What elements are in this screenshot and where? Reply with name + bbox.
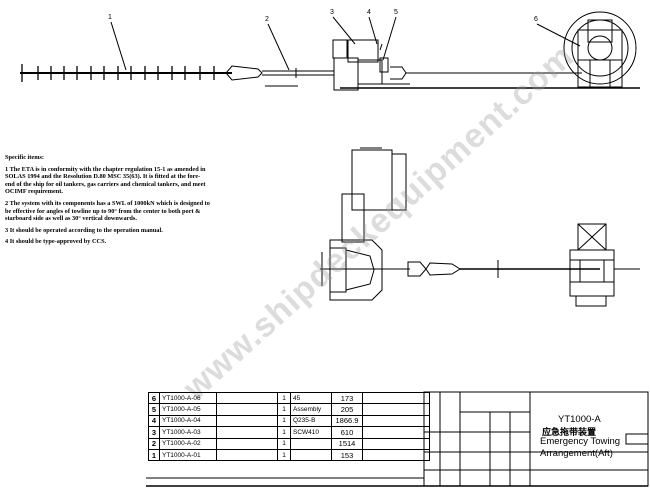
pickup-rope-floats bbox=[21, 64, 215, 82]
part-weight: 610 bbox=[331, 426, 363, 439]
part-name bbox=[216, 426, 278, 439]
callout-5: 5 bbox=[394, 9, 398, 16]
table-row: 5 YT1000-A-05 1 Assembly 205 bbox=[148, 403, 430, 416]
part-code: YT1000-A-04 bbox=[159, 414, 217, 428]
part-qty: 1 bbox=[277, 437, 291, 450]
part-name bbox=[216, 403, 278, 416]
title-block-frame bbox=[146, 391, 649, 487]
part-qty: 1 bbox=[277, 414, 291, 428]
leader-6 bbox=[536, 23, 581, 47]
plan-view bbox=[320, 147, 640, 307]
part-name bbox=[216, 391, 278, 405]
top-elevation-view bbox=[20, 11, 640, 91]
note-3: 3 It should be operated according to the… bbox=[5, 226, 163, 234]
table-row: 6 YT1000-A-06 1 45 173 bbox=[148, 391, 430, 405]
callout-2: 2 bbox=[265, 16, 269, 23]
part-name bbox=[216, 448, 278, 462]
part-qty: 1 bbox=[277, 448, 291, 462]
part-code: YT1000-A-05 bbox=[159, 403, 217, 416]
note-1: 1 The ETA is in conformity with the chap… bbox=[5, 165, 206, 196]
part-no: 5 bbox=[148, 403, 160, 416]
part-weight: 1866.9 bbox=[331, 414, 363, 428]
part-remark bbox=[362, 426, 430, 439]
callout-3: 3 bbox=[330, 9, 334, 16]
callout-6: 6 bbox=[534, 16, 538, 23]
leader-1 bbox=[110, 21, 127, 71]
specific-items-notes: Specific items: 1 The ETA is in conformi… bbox=[5, 154, 210, 250]
leader-2 bbox=[267, 23, 290, 71]
note-2: 2 The system with its components has a S… bbox=[5, 199, 210, 223]
part-weight: 173 bbox=[331, 391, 363, 405]
part-material: Assembly bbox=[290, 403, 332, 416]
part-no: 6 bbox=[148, 391, 160, 405]
callout-4: 4 bbox=[367, 9, 371, 16]
part-code: YT1000-A-01 bbox=[159, 448, 217, 462]
part-material bbox=[290, 437, 332, 450]
part-no: 2 bbox=[148, 437, 160, 450]
part-code: YT1000-A-03 bbox=[159, 426, 217, 439]
part-qty: 1 bbox=[277, 391, 291, 405]
part-name bbox=[216, 414, 278, 428]
part-remark bbox=[362, 448, 430, 462]
notes-heading: Specific items: bbox=[5, 154, 44, 161]
drawing-title-en-line2: Arrangement(Aft) bbox=[540, 448, 613, 459]
part-weight: 1514 bbox=[331, 437, 363, 450]
part-material: SCW410 bbox=[290, 426, 332, 439]
note-4: 4 It should be type-approved by CCS. bbox=[5, 238, 107, 246]
part-remark bbox=[362, 414, 430, 428]
part-remark bbox=[362, 403, 430, 416]
part-weight: 205 bbox=[331, 403, 363, 416]
table-row: 1 YT1000-A-01 1 153 bbox=[148, 448, 430, 462]
part-no: 4 bbox=[148, 414, 160, 428]
part-qty: 1 bbox=[277, 426, 291, 439]
part-no: 1 bbox=[148, 448, 160, 462]
callout-1: 1 bbox=[108, 14, 112, 21]
title-block: YT1000-A 应急拖带装置 Emergency Towing Arrange… bbox=[530, 404, 648, 462]
part-code: YT1000-A-02 bbox=[159, 437, 217, 450]
part-material: 45 bbox=[290, 391, 332, 405]
part-weight: 153 bbox=[331, 448, 363, 462]
part-no: 3 bbox=[148, 426, 160, 439]
part-code: YT1000-A-06 bbox=[159, 391, 217, 405]
part-material: Q235-B bbox=[290, 414, 332, 428]
drawing-number: YT1000-A bbox=[558, 414, 601, 425]
part-remark bbox=[362, 437, 430, 450]
table-row: 3 YT1000-A-03 1 SCW410 610 bbox=[148, 426, 430, 439]
table-row: 4 YT1000-A-04 1 Q235-B 1866.9 bbox=[148, 414, 430, 428]
part-remark bbox=[362, 391, 430, 405]
drawing-title-en-line1: Emergency Towing bbox=[540, 436, 621, 447]
part-name bbox=[216, 437, 278, 450]
leader-3 bbox=[332, 16, 356, 45]
leader-5 bbox=[382, 16, 397, 61]
parts-list-table: 6 YT1000-A-06 1 45 173 5 YT1000-A-05 1 A… bbox=[148, 391, 430, 462]
drawing-title-cn: 应急拖带装置 bbox=[542, 427, 597, 437]
part-material bbox=[290, 448, 332, 462]
part-qty: 1 bbox=[277, 403, 291, 416]
leader-4 bbox=[368, 16, 378, 45]
table-row: 2 YT1000-A-02 1 1514 bbox=[148, 437, 430, 450]
